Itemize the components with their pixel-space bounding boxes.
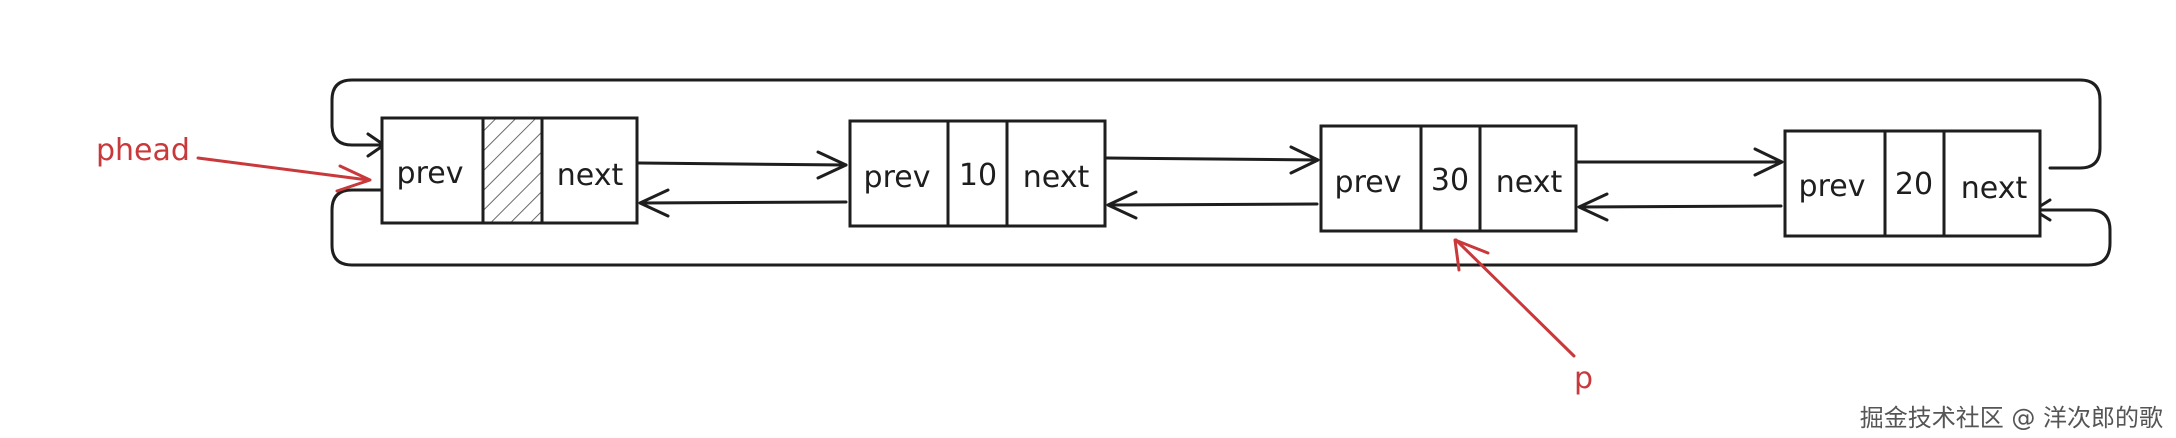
- prev-link: [638, 188, 848, 218]
- next-link: [1576, 147, 1784, 177]
- list-node: prev 20 next: [1783, 129, 2042, 238]
- node-value: 30: [1431, 163, 1469, 198]
- node-next-label: next: [1496, 165, 1563, 200]
- node-prev-label: prev: [397, 156, 464, 191]
- next-link: [637, 150, 848, 180]
- node-prev-label: prev: [1335, 165, 1402, 200]
- node-prev-label: prev: [1799, 169, 1866, 204]
- p-arrow: [1453, 238, 1576, 358]
- node-next-label: next: [1961, 171, 2028, 206]
- watermark: 掘金技术社区 @ 洋次郎的歌: [1860, 404, 2163, 432]
- next-link: [1105, 145, 1320, 175]
- list-node-sentinel: prev next: [380, 116, 639, 225]
- phead-arrow: [196, 156, 372, 193]
- circular-link-bottom: [330, 188, 2112, 267]
- node-value: 10: [959, 158, 997, 193]
- list-node: prev 30 next: [1319, 124, 1578, 233]
- node-next-label: next: [1023, 160, 1090, 195]
- p-label: p: [1574, 361, 1593, 396]
- circular-link-top: [330, 78, 2102, 170]
- prev-link: [1577, 192, 1783, 222]
- node-value: 20: [1895, 167, 1933, 202]
- node-prev-label: prev: [864, 160, 931, 195]
- prev-link: [1106, 190, 1319, 220]
- list-node: prev 10 next: [848, 119, 1107, 228]
- phead-label: phead: [96, 133, 190, 168]
- node-next-label: next: [557, 158, 624, 193]
